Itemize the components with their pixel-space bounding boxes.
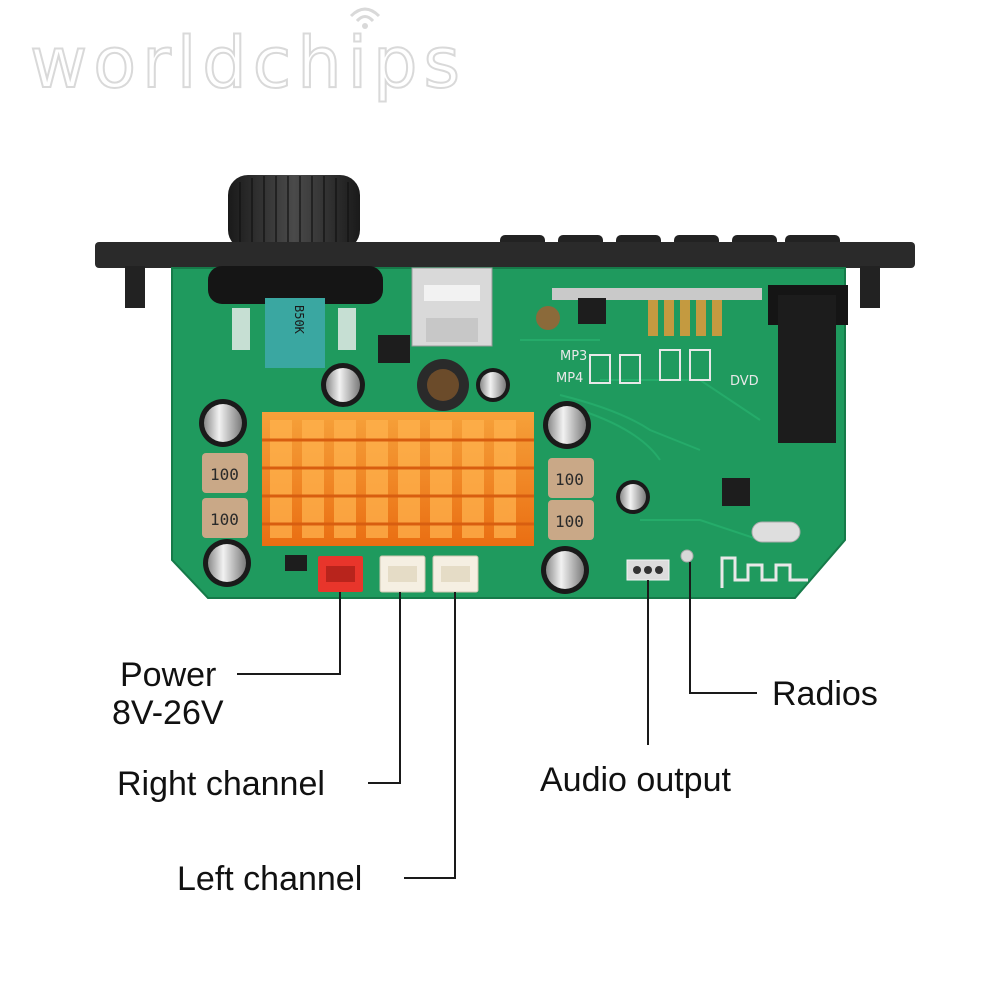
left-channel-connector	[432, 555, 479, 593]
front-panel	[95, 242, 915, 308]
pcb-antenna-trace	[720, 556, 808, 588]
right-channel-connector	[379, 555, 426, 593]
left-channel-callout-line	[404, 592, 456, 879]
power-connector	[318, 556, 363, 592]
brand-watermark: worldchips	[29, 21, 466, 105]
svg-text:B50K: B50K	[292, 305, 306, 335]
aux-jack	[768, 285, 848, 443]
volume-knob	[228, 175, 360, 250]
audio-output-label: Audio output	[540, 761, 731, 799]
power-label-line1: Power	[120, 656, 217, 694]
power-inductor	[417, 359, 469, 411]
power-callout-line	[237, 592, 341, 675]
radios-label: Radios	[772, 675, 878, 713]
sd-slot	[552, 288, 762, 336]
segment-display-marks	[589, 349, 711, 384]
inductor-value-1: 100	[210, 465, 239, 484]
callout-lines	[237, 562, 757, 879]
inductor-value-4: 100	[555, 512, 584, 531]
heatsink	[262, 412, 534, 546]
right-channel-callout-line	[368, 592, 401, 784]
usb-port	[411, 267, 493, 347]
left-channel-label: Left channel	[177, 860, 363, 898]
power-label-line2: 8V-26V	[112, 694, 224, 732]
power-label: Power 8V-26V	[112, 656, 224, 732]
mp4-marking: MP4	[556, 371, 583, 386]
smd-inductors	[202, 453, 594, 540]
radio-antenna-pad	[680, 549, 694, 563]
radios-callout-line	[689, 562, 757, 694]
audio-output-header	[626, 559, 670, 581]
inductor-value-3: 100	[555, 470, 584, 489]
inductor-value-2: 100	[210, 510, 239, 529]
leds	[232, 308, 356, 350]
ic-chips	[285, 298, 750, 571]
capacitors	[199, 306, 650, 594]
crystal	[751, 521, 801, 543]
dvd-marking: DVD	[730, 374, 759, 389]
potentiometer: B50K	[208, 266, 383, 368]
wifi-watermark-icon	[345, 0, 385, 30]
mp3-marking: MP3	[560, 349, 587, 364]
right-channel-label: Right channel	[117, 765, 325, 803]
